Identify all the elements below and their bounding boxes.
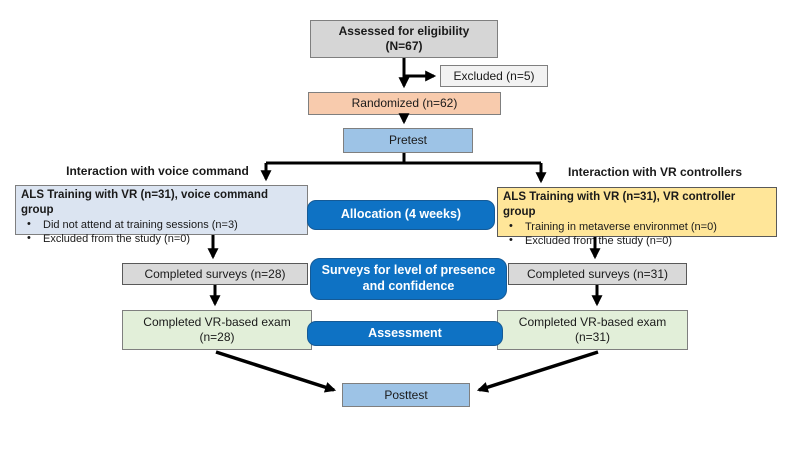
bullet-item: Excluded from the study (n=0)	[503, 233, 771, 248]
excluded-box: Excluded (n=5)	[440, 65, 548, 87]
assessed-eligibility-box: Assessed for eligibility (N=67)	[310, 20, 498, 58]
arrow-split-line	[266, 153, 541, 165]
voice-command-group-bullets: Did not attend at training sessions (n=3…	[21, 217, 302, 247]
allocation-stage-box: Allocation (4 weeks)	[307, 200, 495, 230]
posttest-box: Posttest	[342, 383, 470, 407]
vr-exam-left-box: Completed VR-based exam (n=28)	[122, 310, 312, 350]
assessment-stage-box: Assessment	[307, 321, 503, 346]
randomized-box: Randomized (n=62)	[308, 92, 501, 115]
completed-surveys-right-box: Completed surveys (n=31)	[508, 263, 687, 285]
completed-surveys-left-box: Completed surveys (n=28)	[122, 263, 308, 285]
vr-controller-group-bullets: Training in metaverse environmet (n=0) E…	[503, 219, 771, 249]
bullet-item: Training in metaverse environmet (n=0)	[503, 219, 771, 234]
bullet-item: Did not attend at training sessions (n=3…	[21, 217, 302, 232]
vr-controller-group-title: ALS Training with VR (n=31), VR controll…	[503, 191, 736, 218]
left-branch-heading: Interaction with voice command	[66, 164, 249, 178]
right-branch-heading: Interaction with VR controllers	[567, 165, 743, 179]
vr-controller-group-box: ALS Training with VR (n=31), VR controll…	[497, 187, 777, 248]
voice-command-group-title: ALS Training with VR (n=31), voice comma…	[21, 189, 268, 216]
arrow-examleft-to-posttest	[215, 350, 337, 393]
pretest-box: Pretest	[343, 128, 473, 153]
arrow-examright-to-posttest	[476, 350, 599, 393]
bullet-item: Excluded from the study (n=0)	[21, 231, 302, 246]
vr-exam-right-box: Completed VR-based exam (n=31)	[497, 310, 688, 350]
voice-command-group-box: ALS Training with VR (n=31), voice comma…	[15, 185, 308, 246]
surveys-stage-box: Surveys for level of presence and confid…	[310, 258, 507, 300]
